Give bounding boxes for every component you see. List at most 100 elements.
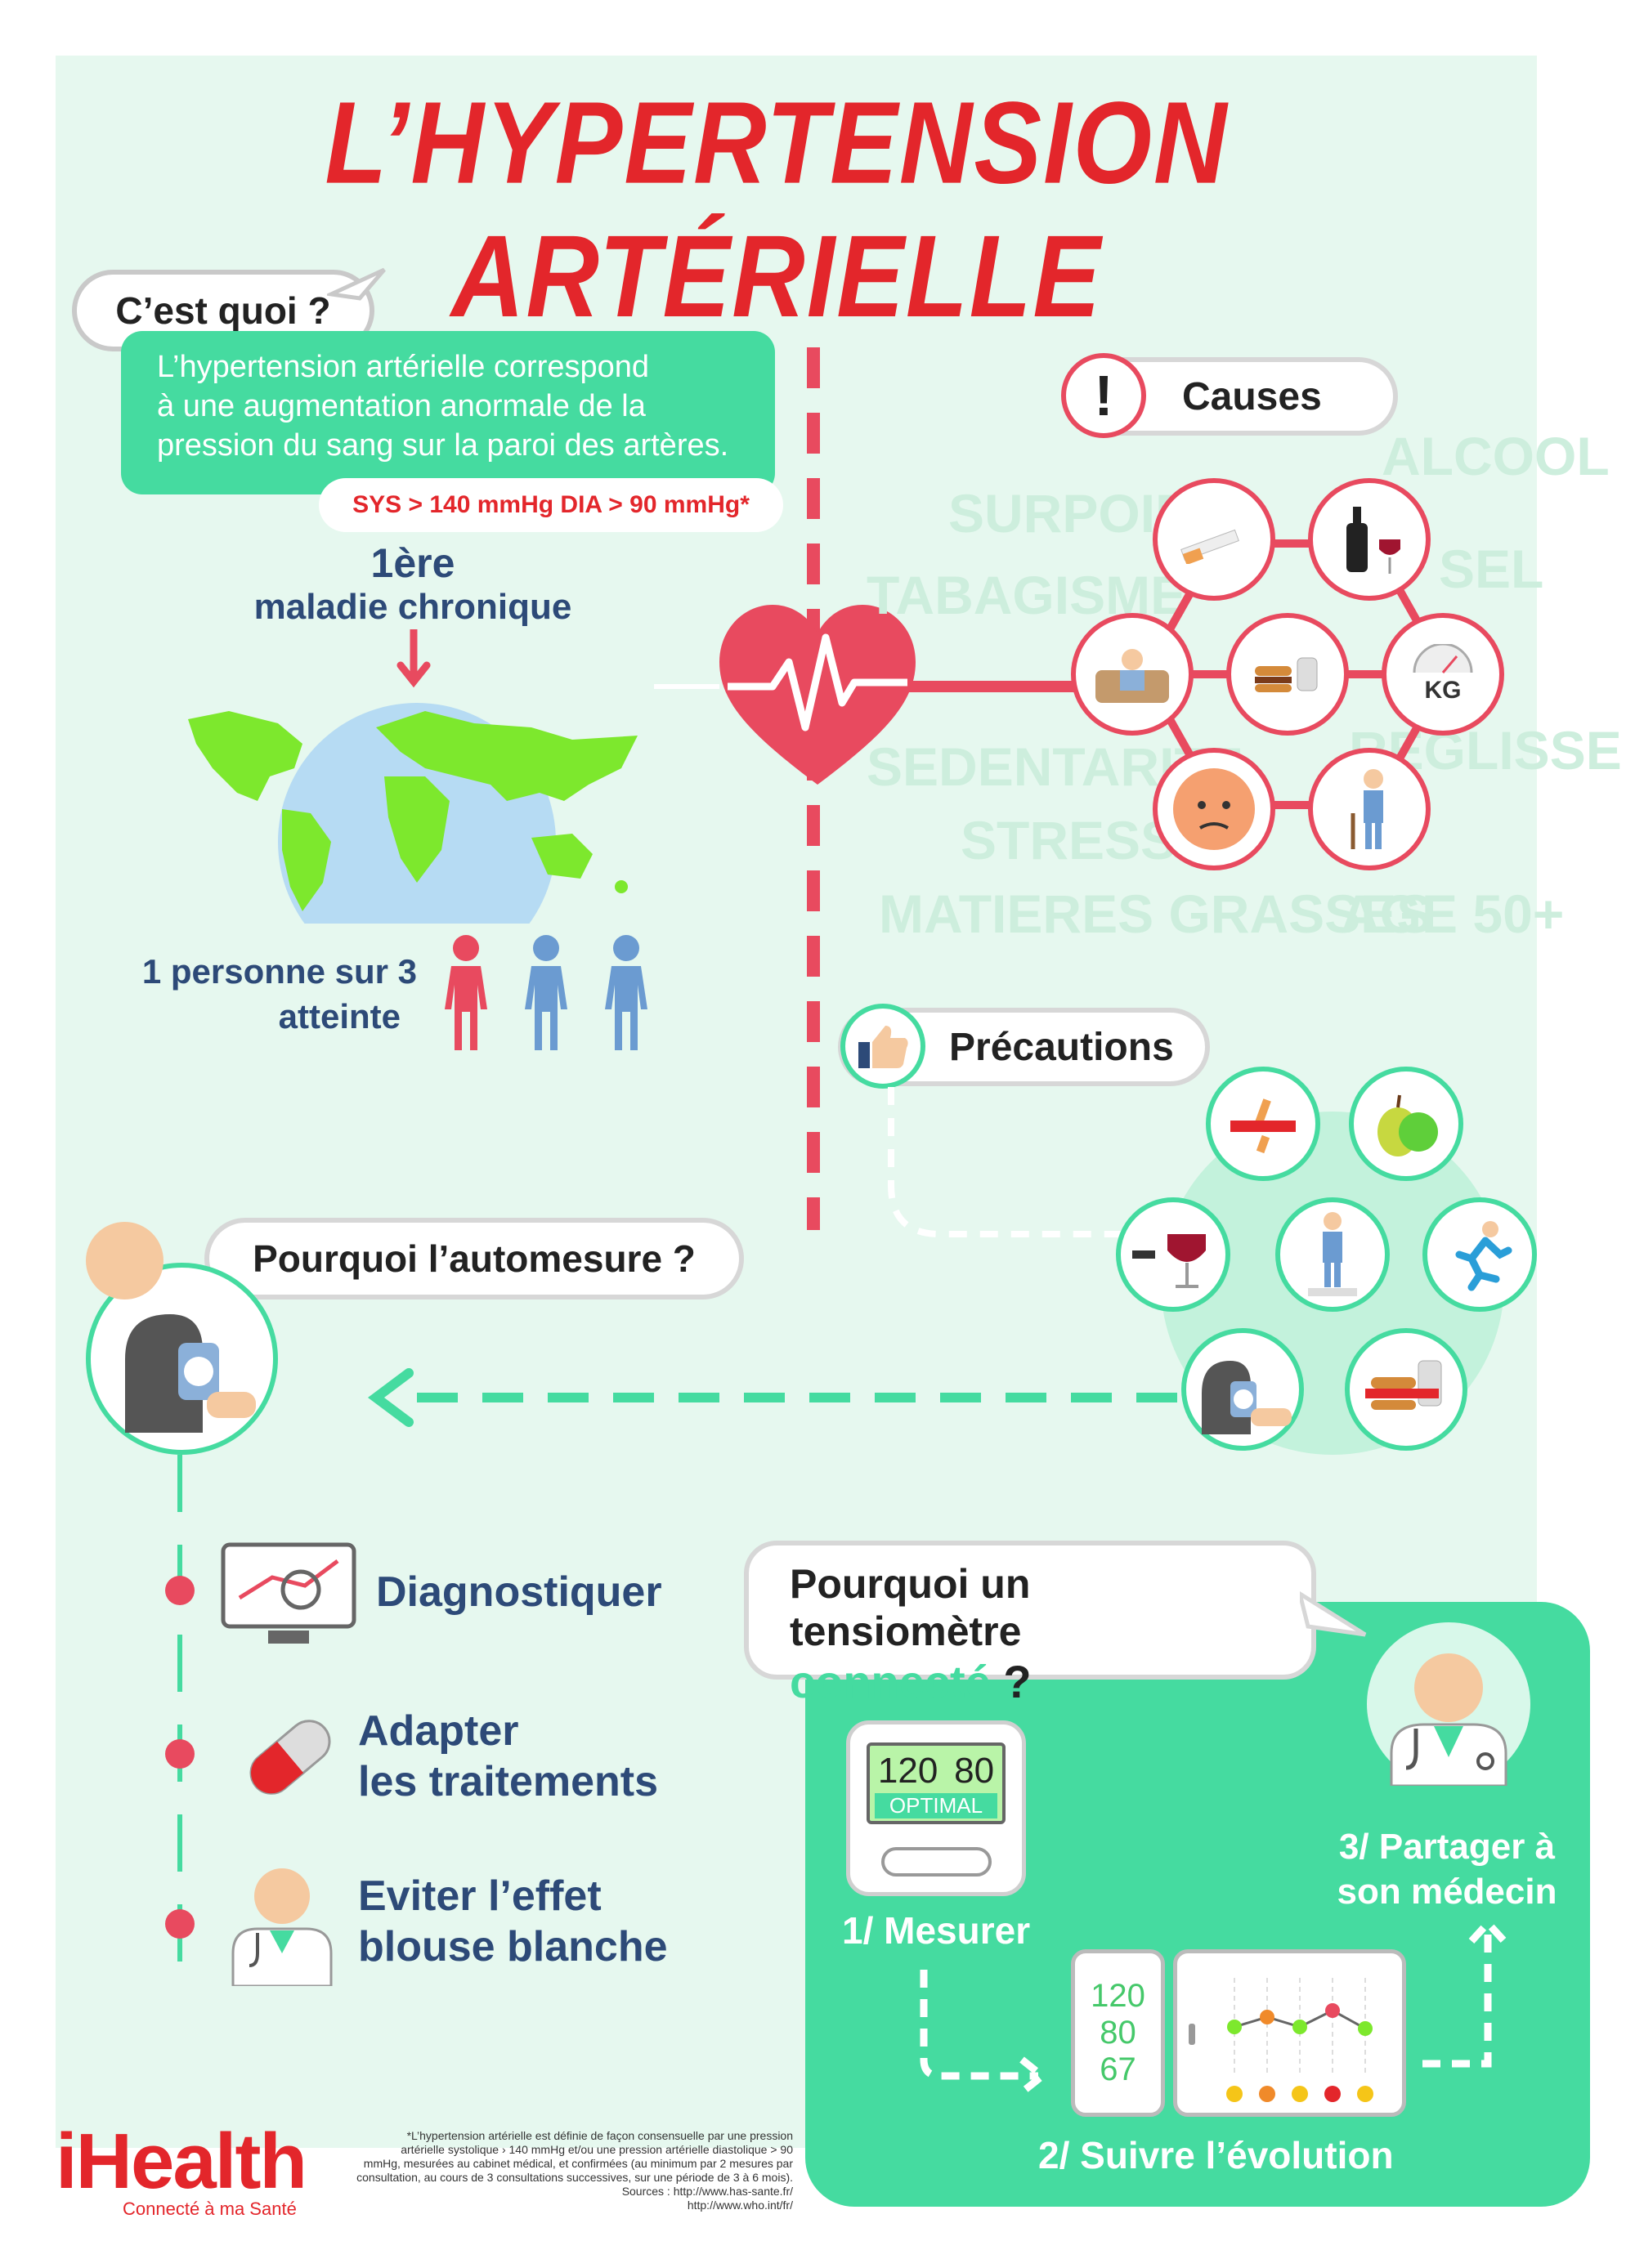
benefit-3-label-2: blouse blanche [358,1923,668,1971]
precaution-less-alcohol [1116,1197,1230,1312]
device-screen: 120 80 OPTIMAL [867,1742,1006,1824]
step-3-label-1: 3/ Partager à [1338,1827,1556,1867]
brand-name: iHealth [56,2118,307,2205]
stressed-face-icon [1173,768,1255,850]
benefit-2-label-2: les traitements [358,1758,659,1805]
arrow-down-icon [396,629,431,688]
automesure-heading: Pourquoi l’automesure ? [253,1237,696,1280]
ratio-line-2: atteinte [278,997,401,1036]
connected-heading-line-2: connecté ? [790,1655,1270,1708]
no-cigarette-icon [1230,1098,1296,1154]
precaution-fruits [1349,1067,1463,1181]
blood-pressure-arm-icon [1202,1361,1292,1434]
precautions-connector [888,1087,1161,1237]
connected-heading-line-1: Pourquoi un tensiomètre [790,1561,1031,1654]
fruits-icon [1377,1094,1438,1156]
connected-heading-bubble: Pourquoi un tensiomètre connecté ? [744,1541,1316,1707]
sofa-person-icon [1095,649,1169,703]
precaution-no-smoking [1206,1067,1320,1181]
thresholds-pill: SYS > 140 mmHg DIA > 90 mmHg* [319,478,783,532]
definition-line-1: L’hypertension artérielle correspond [157,350,650,384]
step-3-label-2: son médecin [1337,1872,1557,1912]
avatar-head [86,1222,164,1300]
precaution-less-salt [1345,1328,1467,1451]
cause-word-stress: STRESS [961,810,1177,870]
thresholds-text: SYS > 140 mmHg DIA > 90 mmHg* [352,491,750,518]
what-heading: C’est quoi ? [115,289,331,332]
running-person-icon [1455,1221,1512,1291]
doctor-share-icon [1390,1653,1507,1787]
warning-icon: ! [1061,353,1146,438]
blood-pressure-arm-icon-large [124,1313,256,1433]
automesure-arrow [368,1368,1177,1427]
person-red-icon [445,935,487,1050]
precaution-weight [1275,1197,1390,1312]
rank-value: 1ère [370,540,455,586]
phone-value-sys: 120 [1091,1978,1145,2014]
connected-question: ? [990,1656,1032,1707]
vertical-divider [807,347,820,1230]
scale-icon [1413,644,1473,673]
no-burger-salt-icon [1365,1360,1442,1410]
burger-salt-icon [1255,657,1318,692]
precautions-heading: Précautions [949,1025,1174,1069]
footnote-line-4: consultation, au cours de 3 consultation… [356,2171,793,2184]
phone-value-pulse: 67 [1100,2051,1136,2087]
benefit-2-label-1: Adapter [358,1707,519,1755]
minus-wine-icon [1132,1234,1206,1288]
cause-stress-circle [1153,748,1275,870]
person-blue-icon-2 [605,935,647,1050]
footnote-line-2: artérielle systolique › 140 mmHg et/ou u… [401,2143,793,2156]
thumbs-up-icon [840,1004,925,1089]
monitor-chart-icon [221,1542,356,1644]
tablet-device [1173,1949,1406,2117]
ratio-line-1: 1 personne sur 3 [141,952,417,991]
bp-monitor-device: 120 80 OPTIMAL [846,1720,1026,1896]
phone-value-dia: 80 [1100,2015,1136,2051]
doctor-avatar [1367,1622,1530,1787]
step-1-label: 1/ Mesurer [842,1909,1031,1952]
elderly-person-icon [1351,769,1383,849]
person-blue-icon-1 [525,935,567,1050]
footnote-line-5: Sources : http://www.has-sante.fr/ [621,2185,793,2198]
connected-word: connecté [790,1656,991,1707]
person-on-scale-icon [1308,1212,1357,1296]
footnote-line-1: *L’hypertension artérielle est définie d… [406,2129,793,2142]
device-button[interactable] [881,1847,992,1877]
brand-tagline: Connecté à ma Santé [123,2199,297,2219]
cause-sel-circle [1226,613,1349,736]
cause-word-age: AGE 50+ [1341,883,1565,944]
device-status: OPTIMAL [875,1793,997,1818]
device-sys: 120 [877,1751,938,1791]
cause-word-matieres: MATIERES GRASSES [879,883,1433,944]
benefit-3-label-1: Eviter l’effet [358,1872,602,1920]
step-2-label: 2/ Suivre l’évolution [1038,2134,1394,2176]
doctor-icon [231,1868,333,1986]
heart-icon [719,605,916,785]
footnote-line-3: mmHg, mesurées au cabinet médical, et co… [363,2157,793,2170]
timeline-dot-3 [165,1909,195,1939]
self-measure-avatar [86,1263,278,1455]
footnote: *L’hypertension artérielle est définie d… [335,2129,793,2212]
step2-to-step3-arrow [1422,1917,1507,2068]
rank-caption: maladie chronique [253,587,572,627]
automesure-heading-bubble: Pourquoi l’automesure ? [204,1218,744,1300]
kg-label: KG [1424,677,1462,704]
cause-age-circle [1308,748,1431,870]
device-dia: 80 [954,1751,995,1791]
definition-line-2: à une augmentation anormale de la [157,389,646,423]
precaution-exercise [1422,1197,1537,1312]
timeline-dot-1 [165,1576,195,1605]
brand-logo: iHealth [56,2117,307,2207]
causes-heading: Causes [1182,374,1322,418]
definition-line-3: pression du sang sur la paroi des artère… [157,428,729,463]
pill-icon [249,1720,331,1795]
definition-box: L’hypertension artérielle correspond à u… [121,331,775,494]
precaution-automesure [1181,1328,1304,1451]
heart-connector [654,681,1079,692]
world-globe-icon [188,703,638,924]
cause-surpoids-circle: KG [1382,613,1504,736]
phone-device: 120 80 67 [1071,1949,1165,2117]
automesure-timeline [177,1455,182,1962]
timeline-dot-2 [165,1739,195,1769]
